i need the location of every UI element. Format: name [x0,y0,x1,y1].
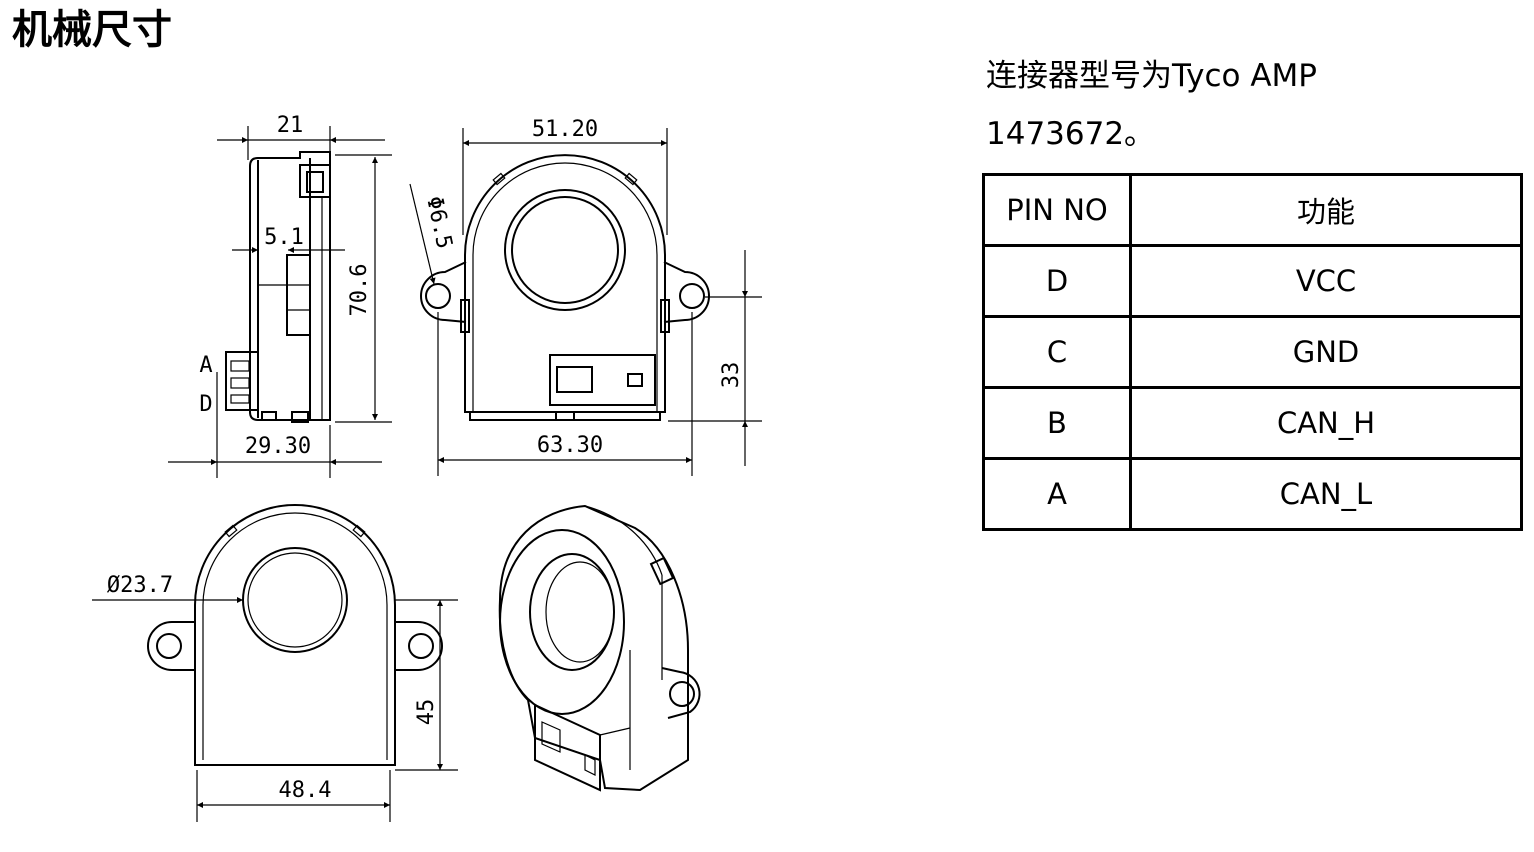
header-pin-no: PIN NO [982,173,1132,247]
rear-body-outline [194,504,396,766]
rear-right-ear [394,621,443,671]
rear-view-dimensions: Ø23.7 45 48.4 [92,573,458,822]
isometric-view [498,504,701,792]
rear-body-inner-outline [202,512,388,760]
table-row: D VCC [982,244,1523,318]
side-view [225,151,331,423]
front-body-inner-outline [472,162,658,412]
pin-cell: D [982,244,1132,318]
connector-pin-slot [230,377,250,389]
iso-body-back-edge [584,505,663,576]
mechanical-drawing: 21 5.1 70.6 A D 29.30 [92,113,762,822]
front-connector-port [556,366,593,393]
side-connector [225,351,259,411]
iso-front-face [499,529,625,715]
iso-connector-edge [599,727,631,736]
table-row: A CAN_L [982,457,1523,531]
rear-left-ear [147,621,196,671]
table-row: B CAN_H [982,386,1523,460]
front-bottom-tab [555,411,575,421]
front-top-notch [624,172,638,186]
pin-function-table: PIN NO 功能 D VCC C GND B CAN_H A CAN_L [982,173,1523,531]
front-connector [549,354,656,406]
front-side-clip [460,299,470,333]
dim-rear-width: 48.4 [279,778,332,803]
dim-side-depth: 29.30 [245,434,311,459]
rear-bore-outer [242,547,348,653]
function-cell: GND [1129,315,1523,389]
front-top-notch [492,172,506,186]
side-top-clip-slot [306,171,324,193]
dim-rear-height: 45 [414,699,439,726]
function-cell: CAN_L [1129,457,1523,531]
iso-side-clip [649,556,675,586]
iso-body-outline [498,504,689,792]
leader-line [409,183,436,285]
dim-side-offset: 5.1 [264,225,304,250]
iso-ear [661,667,701,719]
dim-front-width: 51.20 [532,117,598,142]
pin-cell: C [982,315,1132,389]
side-foot [291,411,309,423]
function-cell: CAN_H [1129,386,1523,460]
dim-bore-diameter: Ø23.7 [107,573,173,598]
side-view-dimensions: 21 5.1 70.6 A D 29.30 [168,113,392,478]
iso-connector [534,703,601,792]
side-body-outline [249,151,331,421]
section-title: 机械尺寸 [12,6,172,53]
front-right-mount-hole [679,283,705,309]
iso-connector-latch [584,754,596,776]
front-bore-inner [511,196,619,304]
rear-top-notch [352,524,366,538]
rear-top-notch [224,524,238,538]
front-bottom-flange [469,412,661,421]
dim-mount-hole: Φ6.5 [421,194,456,251]
pin-label-a: A [199,353,212,378]
side-top-clip [299,164,331,198]
front-bore-outer [504,189,626,311]
rear-view [147,504,443,766]
front-view-dimensions: 51.20 Φ6.5 63.30 33 [409,117,762,476]
pin-label-d: D [199,392,212,417]
side-foot [261,411,277,421]
dim-side-height: 70.6 [347,264,372,317]
rear-right-mount-hole [408,633,434,659]
connector-part-number: 1473672。 [986,116,1156,152]
table-header-row: PIN NO 功能 [982,173,1523,247]
dim-front-total-width: 63.30 [537,433,603,458]
iso-connector-port [541,721,561,753]
table-row: C GND [982,315,1523,389]
function-cell: VCC [1129,244,1523,318]
front-connector-latch [627,373,643,387]
side-mid-block [286,254,311,336]
pin-cell: A [982,457,1132,531]
connector-pin-slot [230,360,250,372]
front-view [420,154,710,421]
connector-model-text: 连接器型号为Tyco AMP [986,58,1317,94]
iso-bore-inner [545,561,615,663]
connector-pin-slot [230,394,250,404]
iso-bore-outer [529,553,615,671]
dim-side-width: 21 [277,113,304,138]
iso-mount-hole [669,681,695,707]
pin-cell: B [982,386,1132,460]
rear-bore-inner [247,552,343,648]
front-left-mount-hole [425,283,451,309]
front-body-outline [464,154,666,413]
header-function: 功能 [1129,173,1523,247]
rear-left-mount-hole [156,633,182,659]
front-side-clip [660,299,670,333]
dim-front-lower-height: 33 [719,362,744,389]
